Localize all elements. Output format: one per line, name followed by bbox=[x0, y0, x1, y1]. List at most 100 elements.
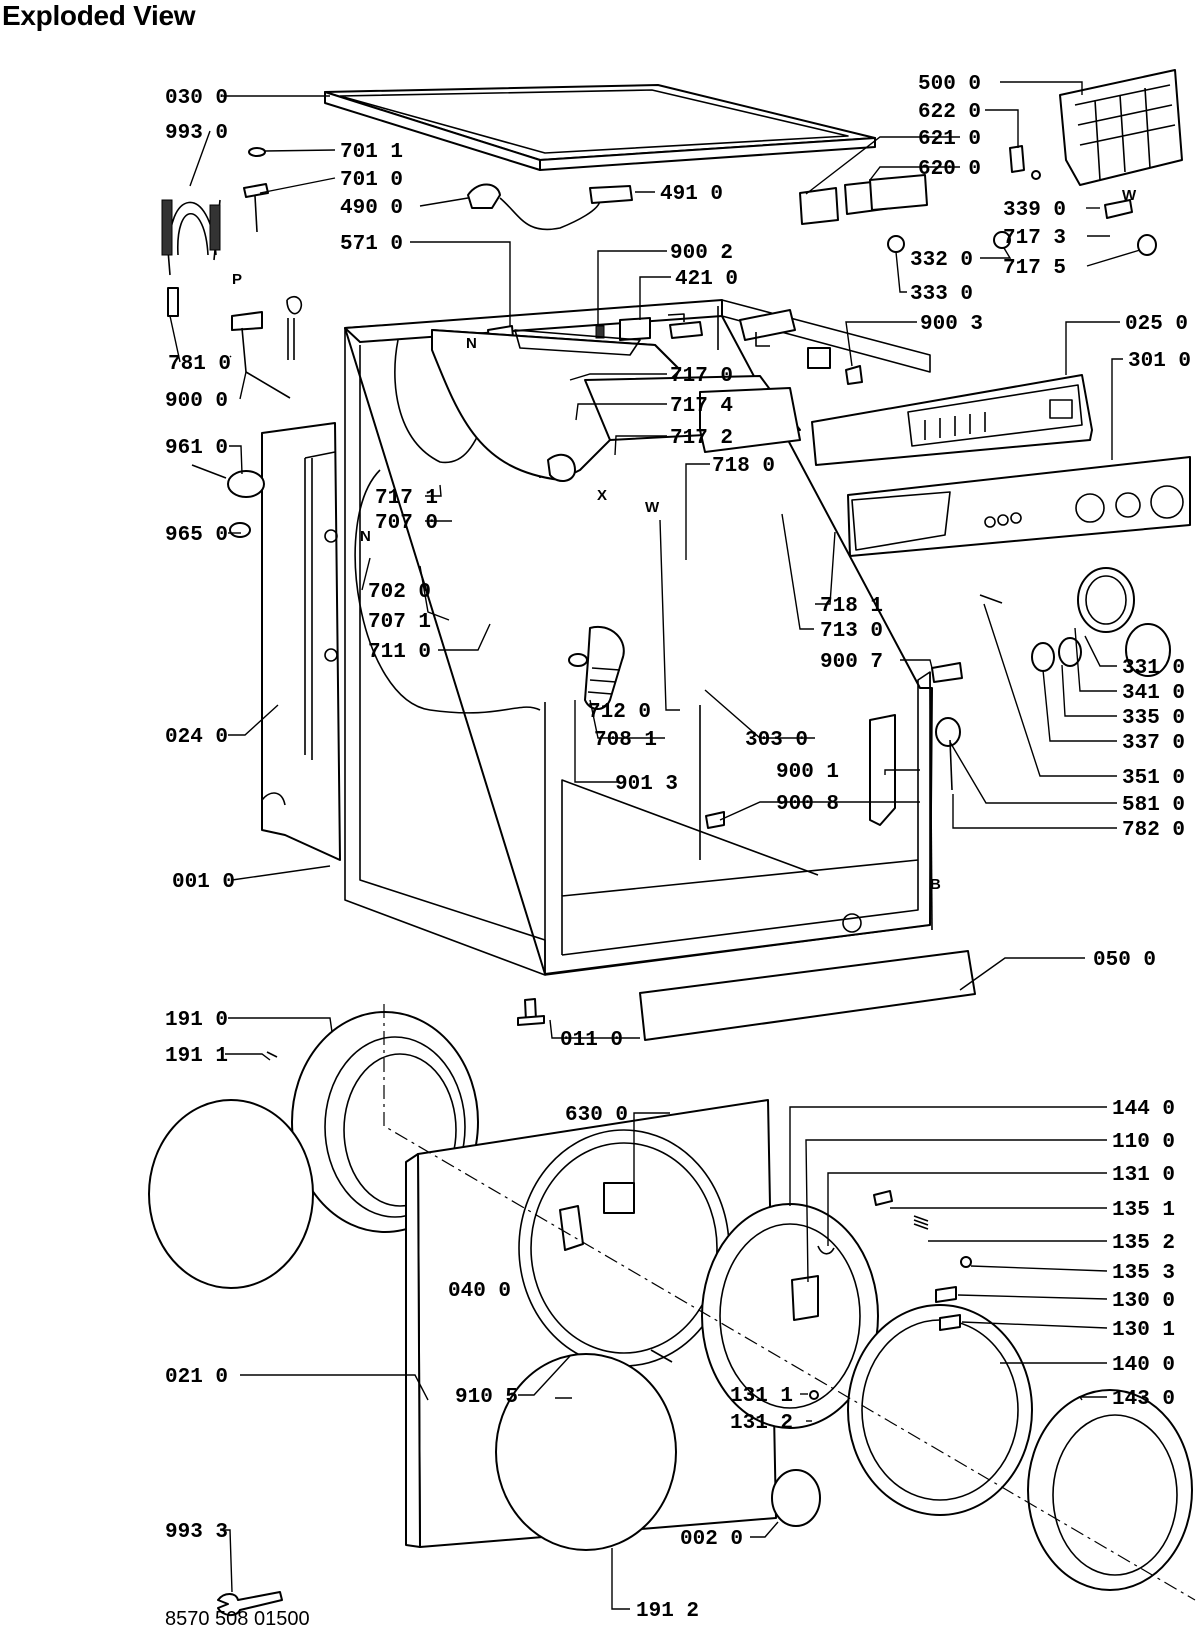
label-131-0: 131 0 bbox=[1112, 1164, 1175, 1187]
page-title: Exploded View bbox=[2, 0, 196, 31]
label-707-1: 707 1 bbox=[368, 611, 431, 634]
label-901-3: 901 3 bbox=[615, 773, 678, 796]
marker-w-top: W bbox=[1122, 187, 1137, 204]
label-900-2: 900 2 bbox=[670, 242, 733, 265]
label-500-0: 500 0 bbox=[918, 73, 981, 96]
label-135-2: 135 2 bbox=[1112, 1232, 1175, 1255]
label-707-0: 707 0 bbox=[375, 512, 438, 535]
label-782-0: 782 0 bbox=[1122, 819, 1185, 842]
label-717-2: 717 2 bbox=[670, 427, 733, 450]
label-900-7: 900 7 bbox=[820, 651, 883, 674]
label-191-2: 191 2 bbox=[636, 1600, 699, 1623]
label-130-0: 130 0 bbox=[1112, 1290, 1175, 1313]
label-900-8: 900 8 bbox=[776, 793, 839, 816]
label-025-0: 025 0 bbox=[1125, 313, 1188, 336]
part-top-cover bbox=[324, 84, 876, 171]
label-993-0: 993 0 bbox=[165, 122, 228, 145]
label-131-1: 131 1 bbox=[730, 1385, 793, 1408]
label-900-3: 900 3 bbox=[920, 313, 983, 336]
label-620-0: 620 0 bbox=[918, 158, 981, 181]
label-717-3: 717 3 bbox=[1003, 227, 1066, 250]
part-fascia-knobs bbox=[979, 567, 1171, 677]
label-490-0: 490 0 bbox=[340, 197, 403, 220]
label-713-0: 713 0 bbox=[820, 620, 883, 643]
label-135-1: 135 1 bbox=[1112, 1199, 1175, 1222]
label-702-0: 702 0 bbox=[368, 581, 431, 604]
label-711-0: 711 0 bbox=[368, 641, 431, 664]
label-717-5: 717 5 bbox=[1003, 257, 1066, 280]
label-421-0: 421 0 bbox=[675, 268, 738, 291]
label-718-0: 718 0 bbox=[712, 455, 775, 478]
label-040-0: 040 0 bbox=[448, 1280, 511, 1303]
part-bellows-hose bbox=[568, 625, 625, 710]
label-135-3: 135 3 bbox=[1112, 1262, 1175, 1285]
label-011-0: 011 0 bbox=[560, 1029, 623, 1052]
label-622-0: 622 0 bbox=[918, 101, 981, 124]
part-wiring-harness bbox=[467, 183, 633, 231]
marker-b: B bbox=[930, 876, 941, 893]
label-571-0: 571 0 bbox=[340, 233, 403, 256]
part-switch-components bbox=[799, 145, 1157, 256]
label-993-3: 993 3 bbox=[165, 1521, 228, 1544]
label-961-0: 961 0 bbox=[165, 437, 228, 460]
label-332-0: 332 0 bbox=[910, 249, 973, 272]
label-900-0: 900 0 bbox=[165, 390, 228, 413]
label-708-1: 708 1 bbox=[594, 729, 657, 752]
part-number-labels: 030 0 993 0 701 1 701 0 490 0 491 0 571 … bbox=[165, 73, 1191, 1623]
label-717-4: 717 4 bbox=[670, 395, 733, 418]
part-foot-screw bbox=[517, 998, 545, 1026]
part-door-frame bbox=[701, 1203, 879, 1429]
part-misc-fittings bbox=[705, 662, 963, 829]
part-control-module bbox=[1059, 69, 1183, 219]
label-718-1: 718 1 bbox=[820, 595, 883, 618]
label-001-0: 001 0 bbox=[172, 871, 235, 894]
label-712-0: 712 0 bbox=[588, 701, 651, 724]
marker-x: X bbox=[597, 487, 607, 504]
label-581-0: 581 0 bbox=[1122, 794, 1185, 817]
part-hinge-hardware bbox=[809, 1190, 972, 1400]
part-plinth bbox=[639, 950, 976, 1041]
label-630-0: 630 0 bbox=[565, 1104, 628, 1127]
label-331-0: 331 0 bbox=[1122, 657, 1185, 680]
part-knobs bbox=[243, 147, 269, 233]
part-control-panel bbox=[811, 374, 1093, 466]
label-337-0: 337 0 bbox=[1122, 732, 1185, 755]
label-050-0: 050 0 bbox=[1093, 949, 1156, 972]
label-781-0: 781 0 bbox=[168, 353, 231, 376]
label-701-1: 701 1 bbox=[340, 141, 403, 164]
part-back-panel bbox=[261, 422, 341, 861]
part-hose-spring bbox=[161, 199, 221, 317]
label-303-0: 303 0 bbox=[745, 729, 808, 752]
label-351-0: 351 0 bbox=[1122, 767, 1185, 790]
marker-w-mid: W bbox=[645, 499, 660, 516]
part-dispenser-parts bbox=[669, 306, 831, 369]
label-021-0: 021 0 bbox=[165, 1366, 228, 1389]
label-717-1: 717 1 bbox=[375, 487, 438, 510]
label-491-0: 491 0 bbox=[660, 183, 723, 206]
label-140-0: 140 0 bbox=[1112, 1354, 1175, 1377]
label-701-0: 701 0 bbox=[340, 169, 403, 192]
part-fascia bbox=[847, 456, 1191, 557]
label-144-0: 144 0 bbox=[1112, 1098, 1175, 1121]
part-clip-900-3 bbox=[845, 365, 863, 385]
label-024-0: 024 0 bbox=[165, 726, 228, 749]
part-door-glass bbox=[495, 1349, 821, 1551]
label-910-5: 910 5 bbox=[455, 1386, 518, 1409]
label-143-0: 143 0 bbox=[1112, 1388, 1175, 1411]
part-pump-fittings bbox=[191, 464, 265, 538]
marker-n-top: N bbox=[466, 335, 477, 352]
parts-drawing bbox=[148, 69, 1196, 1616]
letter-markers: P N N W X W B bbox=[232, 187, 1137, 893]
door-axis-line bbox=[383, 1004, 1196, 1601]
label-191-0: 191 0 bbox=[165, 1009, 228, 1032]
label-110-0: 110 0 bbox=[1112, 1131, 1175, 1154]
marker-n-left: N bbox=[360, 528, 371, 545]
leader-lines bbox=[169, 81, 1141, 1610]
label-301-0: 301 0 bbox=[1128, 350, 1191, 373]
label-341-0: 341 0 bbox=[1122, 682, 1185, 705]
label-900-1: 900 1 bbox=[776, 761, 839, 784]
part-spanner bbox=[217, 1591, 283, 1616]
document-number: 8570 508 01500 bbox=[165, 1608, 310, 1630]
label-335-0: 335 0 bbox=[1122, 707, 1185, 730]
